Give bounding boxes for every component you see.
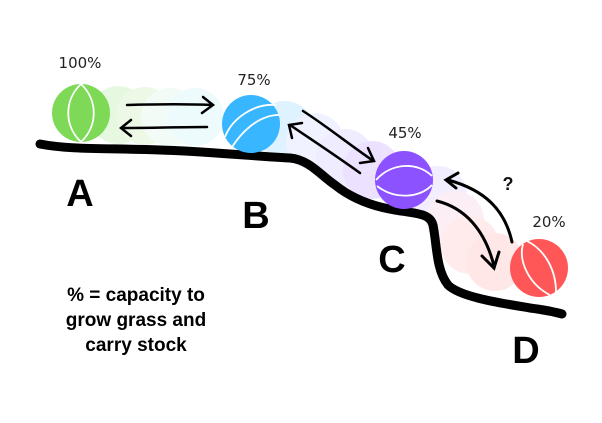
arrow-d-to-c [443, 171, 514, 244]
state-letter-a: A [66, 173, 93, 215]
state-ball-a [52, 83, 110, 143]
legend-note: % = capacity to grow grass and carry sto… [38, 283, 234, 358]
arrow-b-to-a [118, 118, 209, 138]
arrow-a-to-b [125, 95, 216, 115]
percent-label-a: 100% [59, 54, 102, 72]
terrain-slope-line [35, 139, 567, 319]
arrow-c-to-d [435, 199, 501, 271]
percent-label-d: 20% [532, 213, 565, 231]
state-letter-d: D [512, 330, 539, 372]
arrow-b-to-c [301, 109, 376, 165]
legend-note-line-1: % = capacity to [67, 285, 205, 306]
state-ball-d [510, 239, 568, 297]
question-mark: ? [503, 174, 514, 194]
state-letter-c: C [378, 239, 405, 281]
legend-note-line-3: carry stock [85, 335, 187, 356]
percent-label-c: 45% [388, 124, 421, 142]
arrow-c-to-b [287, 121, 362, 175]
state-ball-b [222, 95, 280, 153]
legend-note-line-2: grow grass and [65, 310, 207, 331]
state-ball-c [375, 151, 433, 209]
state-letter-b: B [242, 195, 269, 237]
percent-label-b: 75% [237, 71, 270, 89]
